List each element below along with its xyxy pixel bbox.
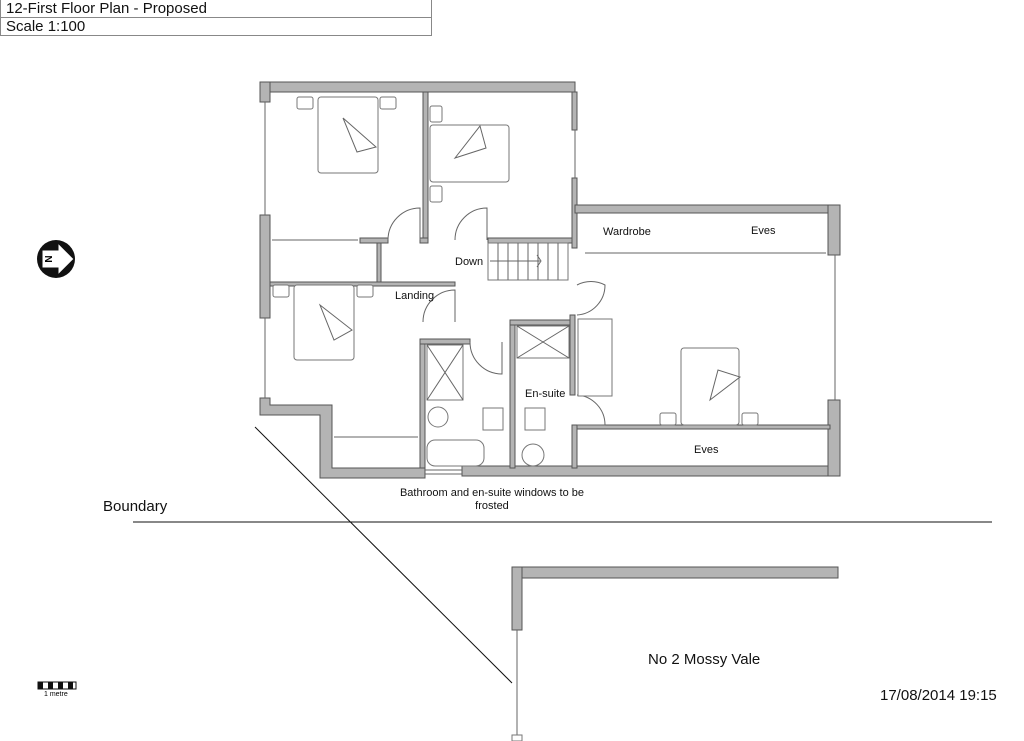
label-eves-bottom: Eves — [694, 444, 719, 456]
label-down: Down — [455, 256, 483, 268]
drawing-scale: Scale 1:100 — [1, 17, 431, 35]
label-neighbour: No 2 Mossy Vale — [648, 651, 760, 668]
windows — [264, 102, 836, 741]
label-boundary: Boundary — [103, 498, 168, 515]
north-arrow-icon: N — [37, 240, 75, 278]
label-eves-top: Eves — [751, 225, 776, 237]
scale-bar-label: 1 metre — [44, 691, 68, 698]
label-landing: Landing — [395, 290, 434, 302]
label-en-suite: En-suite — [525, 388, 565, 400]
scale-bar-icon: 1 metre — [37, 681, 77, 698]
title-block: 12-First Floor Plan - Proposed Scale 1:1… — [0, 0, 432, 36]
furniture — [272, 96, 759, 467]
label-wardrobe: Wardrobe — [603, 226, 651, 238]
walls — [259, 81, 841, 631]
staircase — [487, 242, 569, 281]
note-line-2: frosted — [475, 500, 509, 512]
north-label: N — [44, 255, 55, 262]
site-diagonal-line — [254, 426, 513, 684]
timestamp: 17/08/2014 19:15 — [880, 687, 997, 704]
note-line-1: Bathroom and en-suite windows to be — [400, 487, 584, 499]
drawing-title: 12-First Floor Plan - Proposed — [6, 0, 207, 17]
